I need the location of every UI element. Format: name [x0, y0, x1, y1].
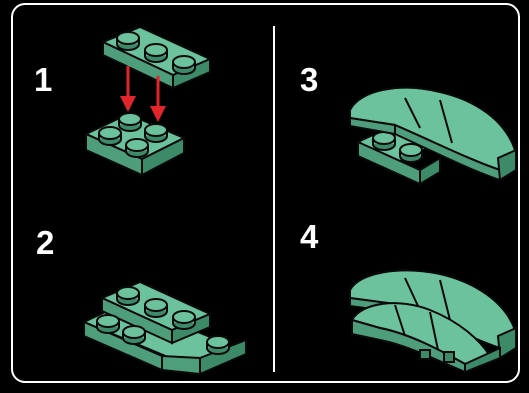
step4-assembly	[350, 271, 516, 372]
step2-assembly	[84, 282, 246, 374]
step1-bottom-plate	[86, 113, 184, 175]
step3-assembly	[350, 88, 516, 184]
